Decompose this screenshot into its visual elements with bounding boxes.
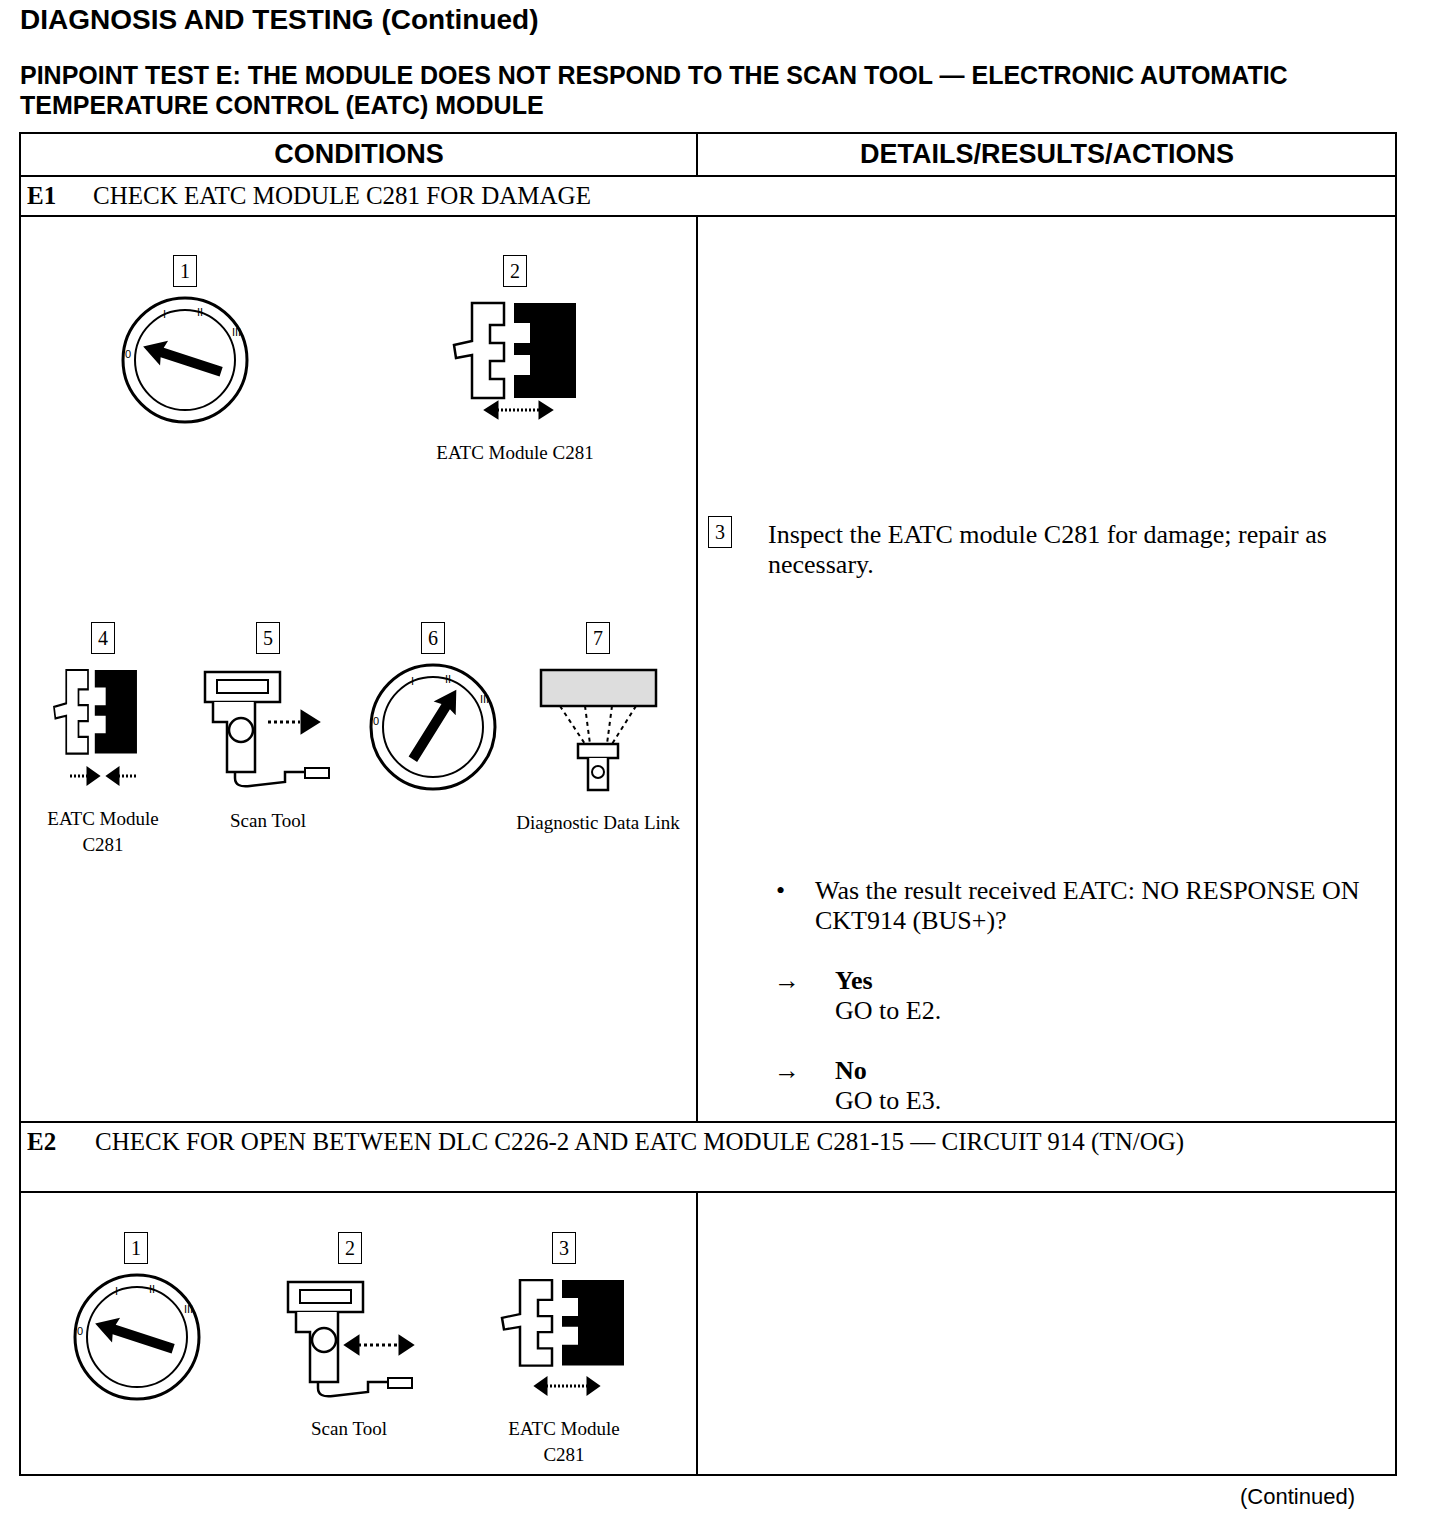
cell-text: No bbox=[835, 1056, 1035, 1086]
callout-number: 4 bbox=[91, 622, 115, 654]
callout-number: 2 bbox=[503, 255, 527, 287]
callout-number: 7 bbox=[586, 622, 610, 654]
callout-number: 6 bbox=[421, 622, 445, 654]
callout-text: 4 bbox=[92, 626, 114, 650]
callout-number: 5 bbox=[256, 622, 280, 654]
callout-text: 7 bbox=[587, 626, 609, 650]
callout-text: 2 bbox=[339, 1236, 361, 1260]
cell-text: Inspect the EATC module C281 for damage;… bbox=[768, 520, 1383, 580]
scan-tool-icon bbox=[205, 672, 329, 786]
cell-text: DETAILS/RESULTS/ACTIONS bbox=[698, 138, 1396, 170]
part-label: EATC Module C281 bbox=[430, 440, 600, 466]
cell-text: CONDITIONS bbox=[21, 138, 697, 170]
scan-tool-icon bbox=[288, 1282, 412, 1396]
callout-number: 2 bbox=[338, 1232, 362, 1264]
callout-text: 1 bbox=[125, 1236, 147, 1260]
cell-text: E2 bbox=[27, 1127, 87, 1157]
ignition-switch bbox=[75, 1275, 199, 1399]
callout-number: 1 bbox=[173, 255, 197, 287]
dial-mark: 0 bbox=[125, 348, 131, 360]
dial-mark: I bbox=[163, 308, 166, 320]
step-row: E2 CHECK FOR OPEN BETWEEN DLC C226-2 AND … bbox=[21, 1123, 1396, 1192]
callout-number: 3 bbox=[708, 516, 732, 548]
ignition-switch bbox=[371, 665, 495, 789]
cell-text: Yes bbox=[835, 966, 1035, 996]
cell-text: CHECK FOR OPEN BETWEEN DLC C226-2 AND EA… bbox=[95, 1127, 1380, 1157]
dial-mark: II bbox=[197, 306, 203, 318]
cell-text: GO to E2. bbox=[835, 996, 1135, 1026]
dial-mark: III bbox=[480, 693, 489, 705]
header-cell: CONDITIONS bbox=[21, 134, 697, 176]
dial-mark: 0 bbox=[373, 715, 379, 727]
dial-mark: I bbox=[411, 675, 414, 687]
part-label: Scan Tool bbox=[198, 808, 338, 834]
dial-mark: II bbox=[149, 1283, 155, 1295]
cell-text: CHECK EATC MODULE C281 FOR DAMAGE bbox=[93, 181, 1373, 211]
cell-text: Was the result received EATC: NO RESPONS… bbox=[815, 876, 1385, 936]
callout-text: 3 bbox=[553, 1236, 575, 1260]
conditions-cell: EATC Module C281EATC Module C281Scan Too… bbox=[21, 217, 697, 1122]
ignition-switch bbox=[123, 298, 247, 422]
page-title: DIAGNOSIS AND TESTING (Continued) bbox=[20, 4, 1420, 36]
dial-mark: III bbox=[232, 326, 241, 338]
cell-text: GO to E3. bbox=[835, 1086, 1135, 1116]
details-cell: Inspect the EATC module C281 for damage;… bbox=[698, 217, 1396, 1122]
part-label: EATC Module C281 bbox=[33, 806, 173, 858]
test-heading: PINPOINT TEST E: THE MODULE DOES NOT RES… bbox=[20, 60, 1436, 120]
part-label: Scan Tool bbox=[279, 1416, 419, 1442]
cell-text: → bbox=[774, 966, 808, 996]
callout-text: 1 bbox=[174, 259, 196, 283]
dial-mark: I bbox=[115, 1285, 118, 1297]
continued-note: (Continued) bbox=[1240, 1484, 1400, 1510]
conditions-cell: Scan Tool EATC Module C281 1 2 3 bbox=[21, 1193, 697, 1475]
connector-icon bbox=[502, 1280, 624, 1393]
callout-number: 3 bbox=[552, 1232, 576, 1264]
connector-icon bbox=[454, 303, 576, 417]
callout-text: 3 bbox=[709, 520, 731, 544]
cell-text: E1 bbox=[27, 181, 87, 211]
part-label: Diagnostic Data Link bbox=[513, 810, 683, 836]
data-link-icon bbox=[541, 670, 656, 790]
cell-text: • bbox=[776, 876, 800, 906]
dial-mark: III bbox=[184, 1303, 193, 1315]
callout-text: 2 bbox=[504, 259, 526, 283]
cell-text: → bbox=[774, 1056, 808, 1086]
callout-text: 5 bbox=[257, 626, 279, 650]
connector-icon bbox=[54, 670, 137, 783]
callout-number: 1 bbox=[124, 1232, 148, 1264]
part-label: EATC Module C281 bbox=[494, 1416, 634, 1468]
dial-mark: 0 bbox=[77, 1325, 83, 1337]
callout-text: 6 bbox=[422, 626, 444, 650]
step-row: E1CHECK EATC MODULE C281 FOR DAMAGE bbox=[21, 177, 1396, 216]
dial-mark: II bbox=[445, 673, 451, 685]
header-cell: DETAILS/RESULTS/ACTIONS bbox=[698, 134, 1396, 176]
